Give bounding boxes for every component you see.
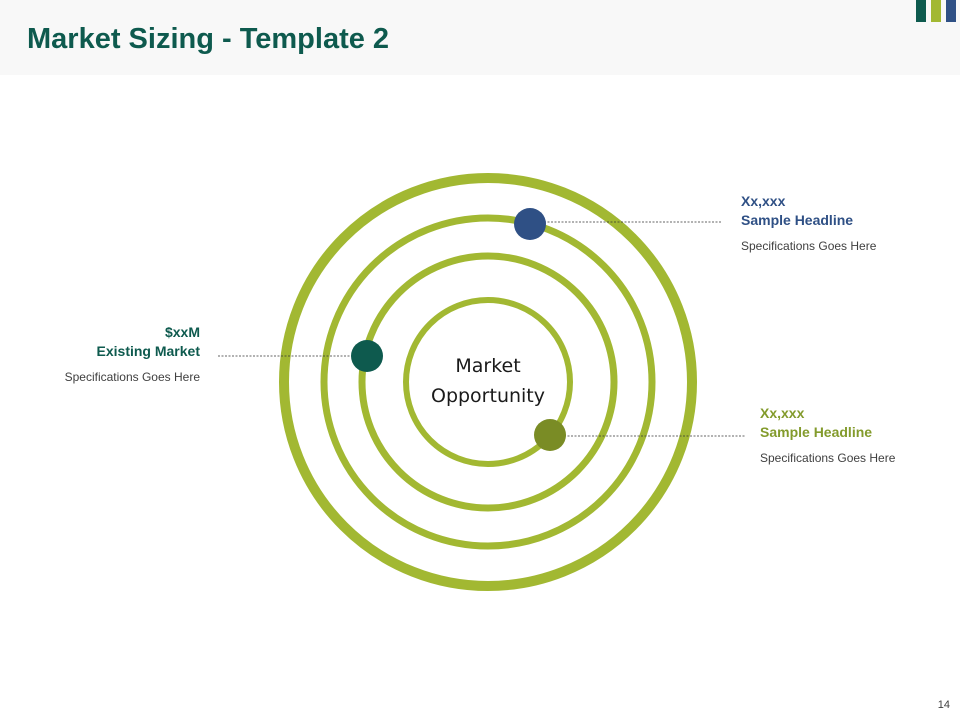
accent-bar-green [916,0,926,22]
center-label-line1: Market [455,355,521,377]
ring-second [358,252,618,512]
callout-bottom-value: Xx,xxx [760,405,805,421]
callout-top-title: Sample Headline [741,212,854,228]
accent-bar-blue [946,0,956,22]
ring-third [320,214,656,550]
accent-bar-lime [931,0,941,22]
slide-title: Market Sizing - Template 2 [27,23,390,55]
callout-left-value: $xxM [164,324,200,340]
callout-bottom-headline: Xx,xxx Sample Headline Specifications Go… [760,404,895,465]
callout-left-headline: Existing Market [96,343,200,359]
callout-left-spec: Specifications Goes Here [64,370,200,384]
callout-top-spec: Specifications Goes Here [741,239,877,253]
page-number: 14 [937,699,950,711]
marker-dot-top [514,208,546,240]
ring-outer [279,173,697,591]
callout-bottom-spec: Specifications Goes Here [760,451,896,465]
center-label-line2: Opportunity [430,385,546,407]
callout-bottom-title: Sample Headline [760,424,873,440]
ring-inner [403,297,573,467]
marker-dot-bottom [534,419,566,451]
callout-top-headline: Xx,xxx Sample Headline Specifications Go… [741,192,876,253]
callout-top-value: Xx,xxx [741,193,786,209]
center-label: Market Opportunity [408,351,568,411]
callout-existing-market: $xxM Existing Market Specifications Goes… [65,323,200,384]
marker-dot-left [351,340,383,372]
slide-header: Market Sizing - Template 2 [0,0,960,75]
